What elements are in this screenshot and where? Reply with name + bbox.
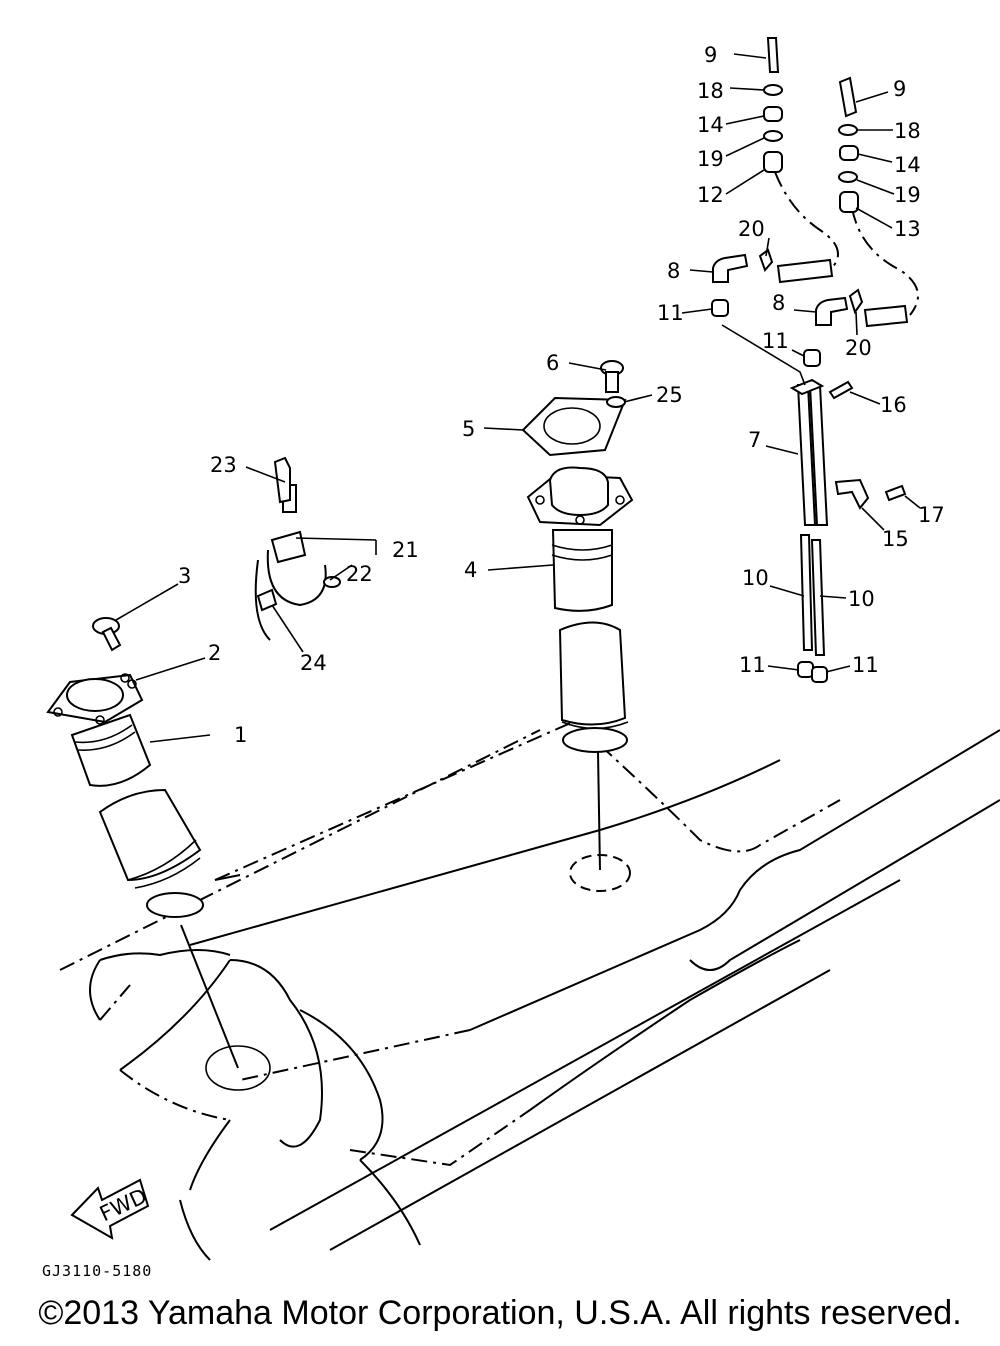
callout-labels: 9 18 14 19 12 9 18 14 19 13 20 20 8 8 11… <box>178 43 945 747</box>
callout-18-right: 18 <box>894 119 921 143</box>
cap-11-top <box>711 299 729 317</box>
rivet-17 <box>884 484 907 502</box>
filler-tube-4 <box>526 466 634 753</box>
callout-11-top: 11 <box>657 301 684 325</box>
leader-lines <box>115 53 921 743</box>
copyright-notice: ©2013 Yamaha Motor Corporation, U.S.A. A… <box>38 1294 962 1332</box>
clip-19-right <box>838 171 858 183</box>
hull-outline <box>59 709 1000 1261</box>
callout-1: 1 <box>234 723 247 747</box>
callout-17: 17 <box>918 503 945 527</box>
tube-7 <box>789 378 829 526</box>
filler-tube-1 <box>46 673 204 918</box>
callout-19-right: 19 <box>894 183 921 207</box>
rivet-16 <box>828 380 854 400</box>
callout-18-left: 18 <box>697 79 724 103</box>
screw-6 <box>600 360 624 393</box>
tube-10a <box>799 534 814 651</box>
clip-20-right <box>848 288 864 315</box>
nut-22 <box>323 576 341 588</box>
callout-2: 2 <box>208 641 221 665</box>
washer-2 <box>120 673 130 683</box>
elbow-8-left <box>712 253 749 283</box>
cap-11-mid <box>803 349 821 367</box>
callout-11-mid: 11 <box>762 329 789 353</box>
elbow-8-right <box>815 296 849 326</box>
callout-8-right: 8 <box>772 291 785 315</box>
drawing-code: GJ3110-5180 <box>42 1262 152 1280</box>
gasket-5 <box>521 396 627 457</box>
clamp-21 <box>254 456 327 641</box>
washer-25 <box>606 396 626 408</box>
screw-3 <box>92 617 122 652</box>
cap-11-bottom-b <box>811 666 828 683</box>
callout-4: 4 <box>464 558 477 582</box>
callout-9-left: 9 <box>704 43 717 67</box>
tube-10b <box>810 539 826 656</box>
joint-12 <box>763 151 783 173</box>
callout-23: 23 <box>210 453 237 477</box>
callout-22: 22 <box>346 562 373 586</box>
clip-18-right <box>838 124 858 136</box>
callout-15: 15 <box>882 527 909 551</box>
holder-15 <box>834 478 870 510</box>
callout-7: 7 <box>748 428 761 452</box>
callout-14-right: 14 <box>894 153 921 177</box>
clip-19-left <box>763 130 783 142</box>
callout-24: 24 <box>300 651 327 675</box>
callout-5: 5 <box>462 417 475 441</box>
cap-11-bottom-a <box>797 661 814 678</box>
clip-20-left <box>758 248 774 272</box>
clip-18-left <box>763 84 783 96</box>
callout-13: 13 <box>894 217 921 241</box>
pipe-9-left <box>766 37 780 73</box>
callout-20-left: 20 <box>738 217 765 241</box>
callout-10-left: 10 <box>742 566 769 590</box>
callout-19-left: 19 <box>697 147 724 171</box>
seal-14-left <box>763 106 783 122</box>
callout-12: 12 <box>697 183 724 207</box>
callout-9-right: 9 <box>893 77 906 101</box>
callout-8-left: 8 <box>667 259 680 283</box>
callout-16: 16 <box>880 393 907 417</box>
callout-21: 21 <box>392 538 419 562</box>
pipe-9-right <box>838 76 858 118</box>
joint-13 <box>839 191 859 213</box>
callout-25: 25 <box>656 383 683 407</box>
callout-3: 3 <box>178 564 191 588</box>
callout-14-left: 14 <box>697 113 724 137</box>
callout-10-right: 10 <box>848 587 875 611</box>
callout-11-bottom-left: 11 <box>739 653 766 677</box>
fwd-arrow-icon: FWD <box>70 1178 150 1240</box>
callout-6: 6 <box>546 351 559 375</box>
callout-20-right: 20 <box>845 336 872 360</box>
callout-11-bottom-right: 11 <box>852 653 879 677</box>
seal-14-right <box>839 145 859 161</box>
